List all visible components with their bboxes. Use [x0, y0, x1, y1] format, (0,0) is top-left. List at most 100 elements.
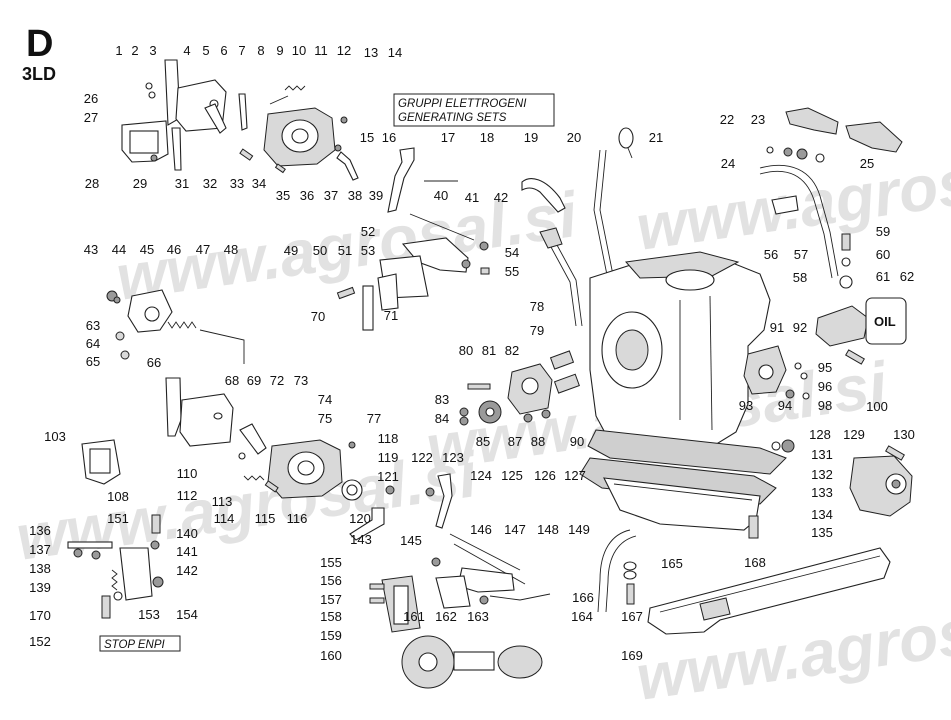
nut-163 [479, 595, 489, 605]
nut-29 [150, 154, 158, 162]
callout-56: 56 [764, 247, 778, 262]
bolt-35 [274, 163, 286, 174]
callout-31: 31 [175, 176, 189, 191]
dipstick-ring-21 [618, 127, 634, 149]
callout-28: 28 [85, 176, 99, 191]
washer-96 [800, 372, 808, 380]
callout-108: 108 [107, 489, 129, 504]
callout-71: 71 [384, 308, 398, 323]
callout-115: 115 [255, 511, 276, 526]
callout-92: 92 [793, 320, 807, 335]
callout-74: 74 [318, 392, 332, 407]
callout-134: 134 [811, 507, 833, 522]
callout-25: 25 [860, 156, 874, 171]
oil-pipe-24 [759, 164, 839, 277]
clip-56 [771, 195, 799, 215]
bolt-167 [626, 583, 635, 605]
callout-22: 22 [720, 112, 734, 127]
spring-10 [284, 85, 306, 91]
callout-64: 64 [86, 336, 100, 351]
lever-32 [204, 103, 227, 134]
callout-29: 29 [133, 176, 147, 191]
bolt-64 [115, 331, 125, 341]
callout-136: 136 [29, 523, 51, 538]
callout-138: 138 [29, 561, 51, 576]
bolt-65 [120, 350, 130, 360]
bolt-55 [480, 267, 490, 275]
callout-147: 147 [504, 522, 526, 537]
callout-88: 88 [531, 434, 545, 449]
callout-118: 118 [378, 431, 399, 446]
callout-158: 158 [320, 609, 342, 624]
bolt-156 [369, 583, 385, 590]
callout-44: 44 [112, 242, 126, 257]
callout-55: 55 [505, 264, 519, 279]
callout-121: 121 [377, 469, 399, 484]
callout-63: 63 [86, 318, 100, 333]
callout-135: 135 [811, 525, 833, 540]
callout-42: 42 [494, 190, 508, 205]
bolt-140 [151, 514, 161, 534]
bolt-152 [101, 595, 111, 619]
lever-69 [239, 423, 267, 455]
callout-65: 65 [86, 354, 100, 369]
callout-96: 96 [818, 379, 832, 394]
bracket-28-inner [129, 130, 159, 154]
banjo-61 [839, 275, 853, 289]
callout-131: 131 [811, 447, 833, 462]
lever-123 [435, 473, 453, 529]
rod-136 [67, 541, 113, 549]
washer-95 [794, 362, 802, 370]
callout-79: 79 [530, 323, 544, 338]
callout-57: 57 [794, 247, 808, 262]
callout-84: 84 [435, 411, 449, 426]
callout-167: 167 [621, 609, 643, 624]
callout-66: 66 [147, 355, 161, 370]
crankcase-top [625, 251, 740, 279]
oil-pipe-24b [759, 170, 833, 279]
nut-137 [73, 548, 83, 558]
callout-151: 151 [107, 511, 129, 526]
generating-sets-line-1: GRUPPI ELETTROGENI [398, 98, 527, 110]
callout-156: 156 [320, 573, 342, 588]
callout-9: 9 [276, 43, 283, 58]
callout-157: 157 [320, 592, 342, 607]
bolt-130 [885, 445, 905, 461]
callout-59: 59 [876, 224, 890, 239]
callout-37: 37 [324, 188, 338, 203]
callout-78: 78 [530, 299, 544, 314]
callout-120: 120 [349, 511, 371, 526]
bolt-50 [336, 286, 356, 300]
callout-50: 50 [313, 243, 327, 258]
callout-160: 160 [320, 648, 342, 663]
spring-113 [243, 475, 265, 481]
callout-146: 146 [470, 522, 492, 537]
ring-119-inner [346, 484, 358, 496]
nut-54 [461, 259, 471, 269]
bracket-161 [435, 575, 471, 609]
nut-23 [783, 147, 793, 157]
plate-71 [377, 273, 399, 311]
bolt-114 [264, 480, 279, 493]
crankcase-bore [665, 269, 715, 291]
callout-49: 49 [284, 243, 298, 258]
callout-36: 36 [300, 188, 314, 203]
lever-17 [387, 147, 415, 213]
callout-13: 13 [364, 45, 378, 60]
callout-7: 7 [238, 43, 245, 58]
callout-91: 91 [770, 320, 784, 335]
oil-sump-134 [603, 477, 761, 531]
callout-166: 166 [572, 590, 594, 605]
callout-155: 155 [320, 555, 342, 570]
watermark-group: www.agrosal.si www.agrosal.si www.agrosa… [12, 128, 951, 714]
callout-125: 125 [501, 468, 523, 483]
callout-143: 143 [350, 532, 372, 547]
callout-126: 126 [534, 468, 556, 483]
callout-132: 132 [811, 467, 833, 482]
callout-85: 85 [476, 434, 490, 449]
callout-46: 46 [167, 242, 181, 257]
cover-103-inner [89, 448, 111, 474]
shaft-160 [453, 651, 495, 671]
callout-129: 129 [843, 427, 865, 442]
